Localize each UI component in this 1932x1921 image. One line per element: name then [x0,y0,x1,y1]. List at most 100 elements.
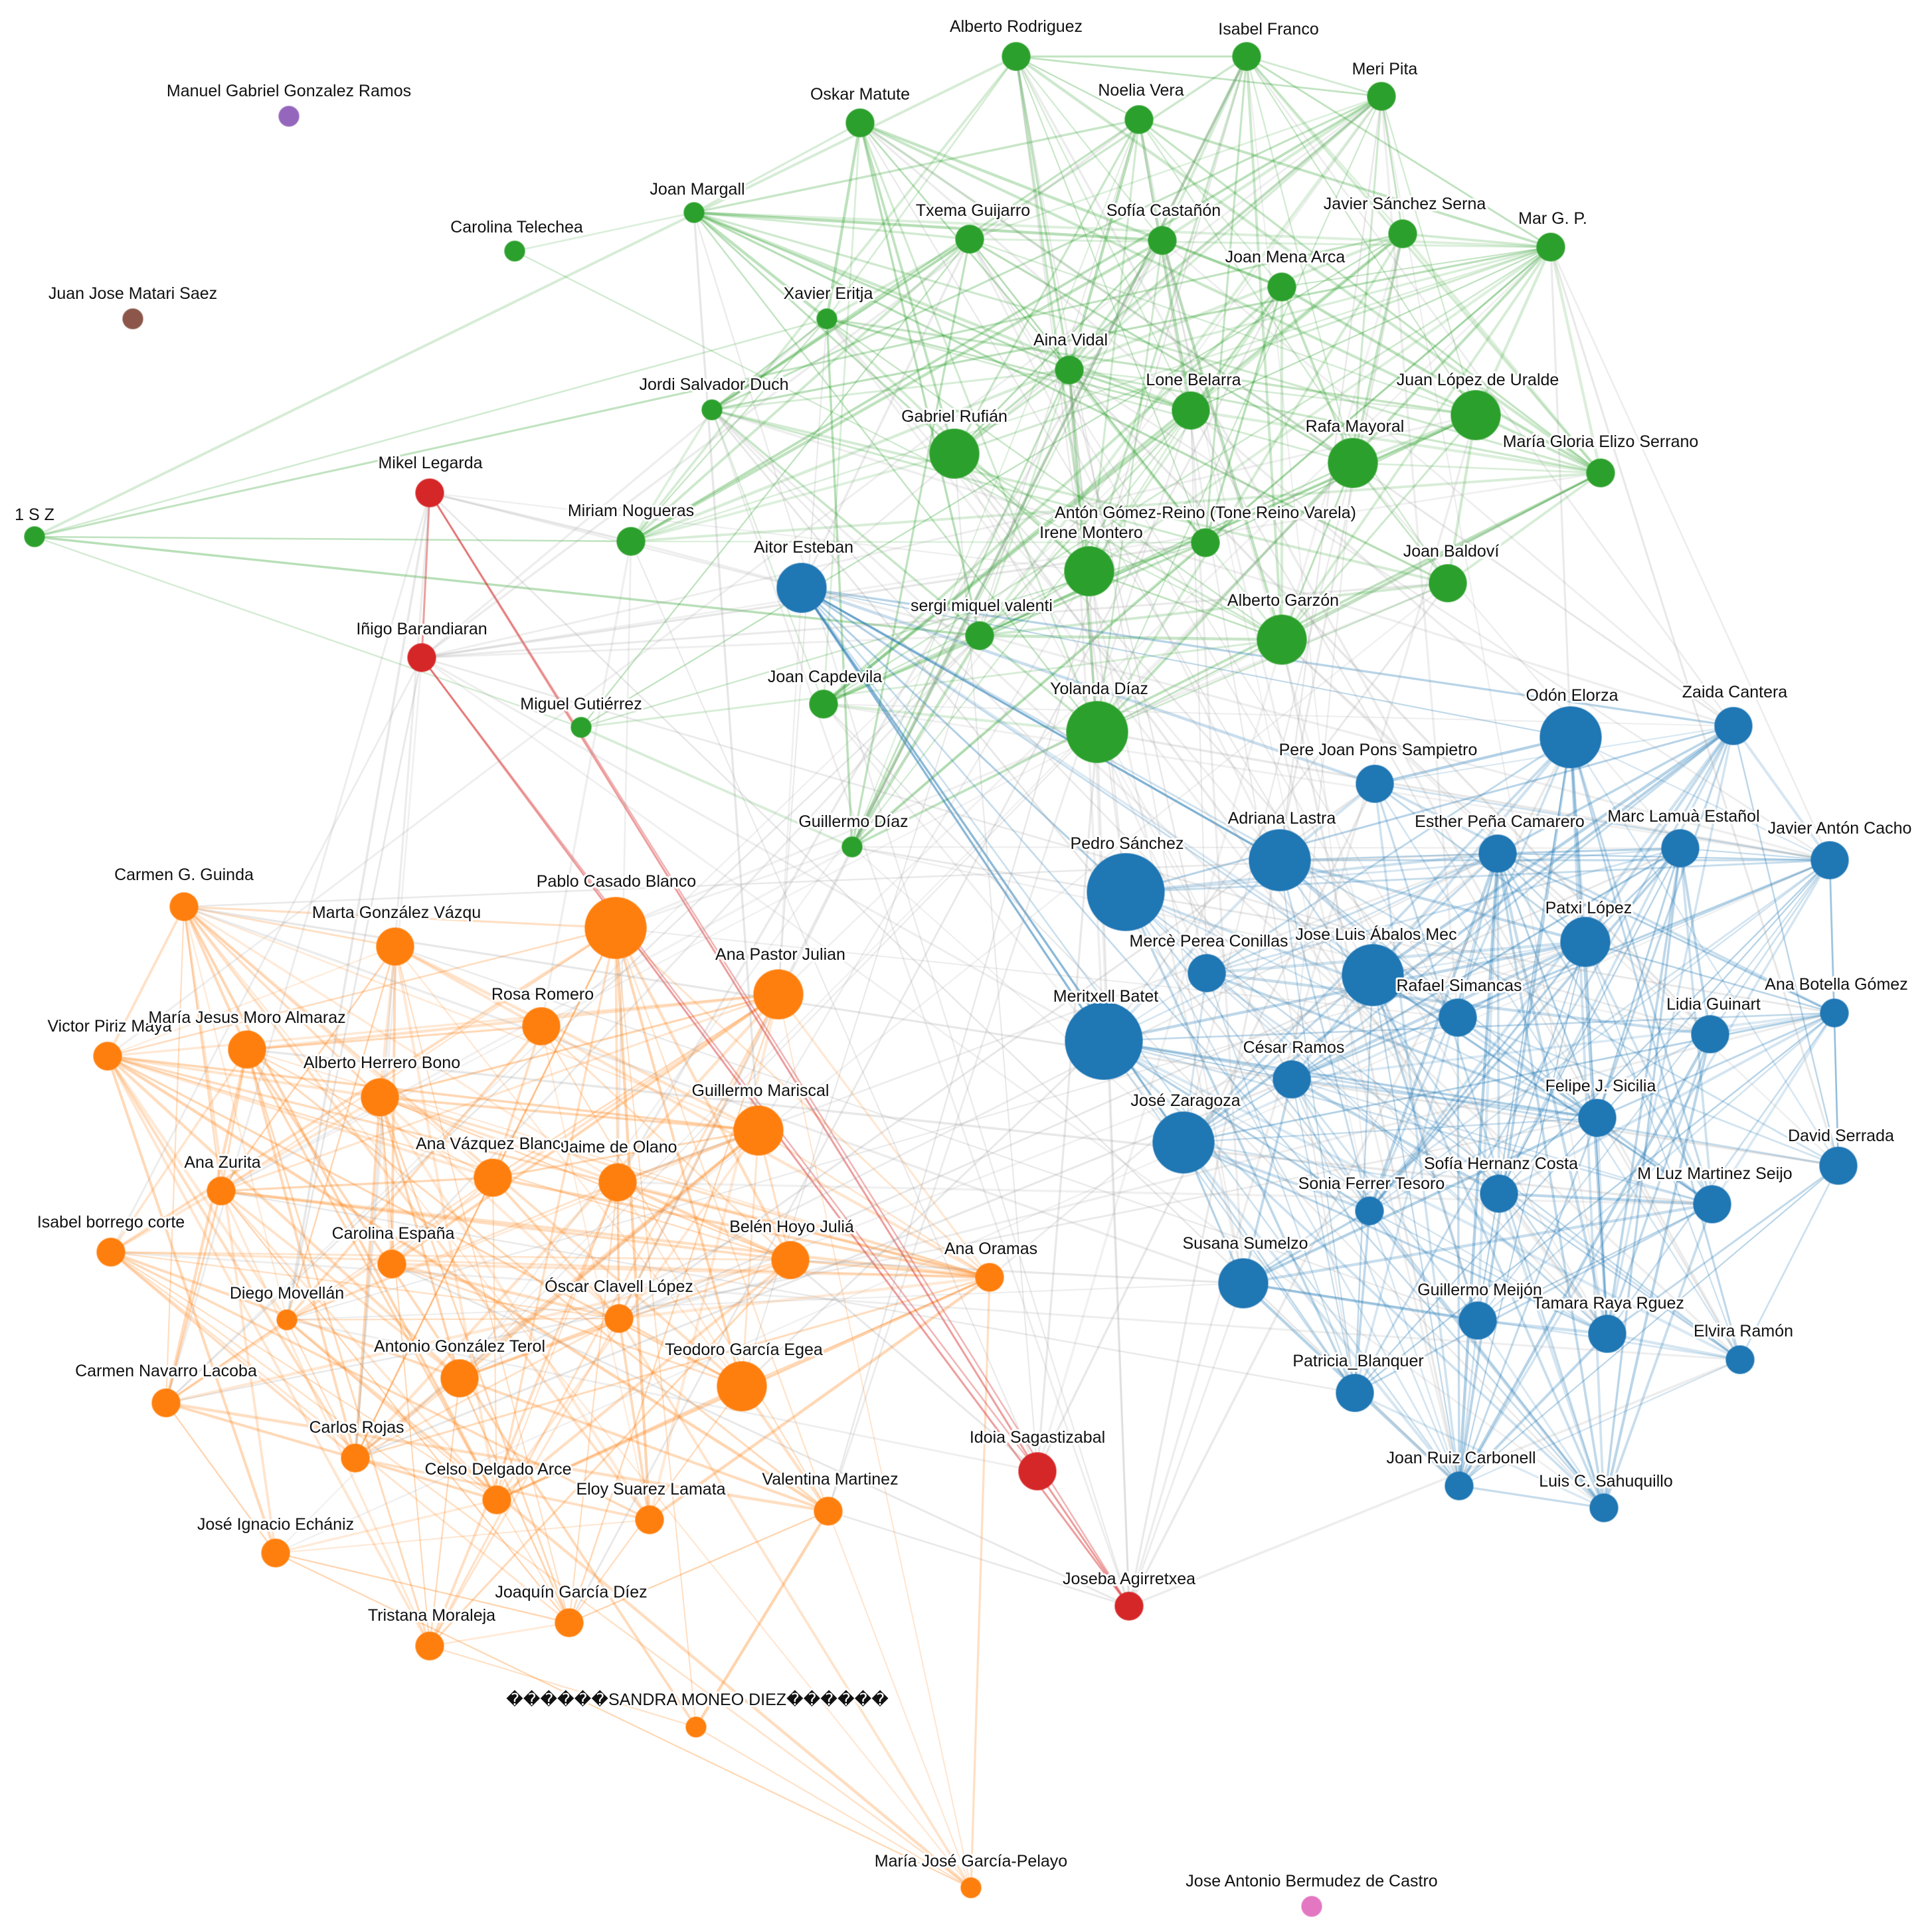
node-alberto-garzon[interactable] [1257,614,1307,665]
edge-marc-lamua-lidia-guinart [1679,848,1712,1035]
node-jose-ignacio-echaniz[interactable] [261,1538,290,1568]
node-inigo-barandiaran[interactable] [407,643,436,672]
node-odon-elorza[interactable] [1539,706,1602,769]
node-joan-mena-arca[interactable] [1267,272,1296,302]
node-maria-jesus-moro[interactable] [228,1030,266,1069]
node-carlos-rojas[interactable] [341,1443,370,1473]
node-ana-zurita[interactable] [207,1176,236,1206]
node-rafael-simancas[interactable] [1439,998,1477,1037]
node-patxi-lopez[interactable] [1560,917,1611,967]
node-noelia-vera[interactable] [1124,105,1154,134]
node-alberto-herrero[interactable] [361,1078,399,1117]
node-pedro-sanchez[interactable] [1087,853,1165,931]
node-juan-lopez-uralde[interactable] [1450,390,1501,440]
node-felipe-sicilia[interactable] [1578,1099,1617,1137]
node-oskar-matute[interactable] [845,108,875,137]
node-teodoro-garcia[interactable] [717,1361,767,1412]
node-juan-jose-matari[interactable] [122,308,143,329]
node-esther-pena[interactable] [1478,834,1517,873]
node-joan-ruiz-carbonell[interactable] [1445,1471,1474,1501]
node-xavier-eritja[interactable] [816,308,837,329]
node-javier-anton-cacho[interactable] [1810,841,1849,879]
node-rafa-mayoral[interactable] [1328,438,1378,488]
node-guillermo-mariscal[interactable] [733,1105,784,1156]
node-irene-montero[interactable] [1064,546,1114,596]
node-carmen-guinda[interactable] [169,892,199,921]
node-yolanda-diaz[interactable] [1066,701,1128,763]
node-rosa-romero[interactable] [522,1007,561,1046]
node-tristana-moraleja[interactable] [415,1631,444,1661]
node-mar-gp[interactable] [1536,232,1565,262]
node-tamara-raya[interactable] [1588,1315,1626,1353]
node-cesar-ramos[interactable] [1273,1060,1311,1099]
node-alberto-rodriguez[interactable] [1002,42,1031,71]
node-meritxell-batet[interactable] [1065,1002,1143,1080]
node-ana-botella[interactable] [1820,998,1849,1028]
node-pere-joan-pons[interactable] [1356,765,1394,803]
node-carolina-telechea[interactable] [504,240,525,262]
node-maria-jose-garcia[interactable] [960,1877,982,1898]
node-joan-capdevila[interactable] [809,689,838,719]
node-celso-delgado[interactable] [482,1485,511,1514]
node-isz[interactable] [24,526,45,547]
node-manuel-gabriel[interactable] [278,106,300,127]
node-sonia-ferrer[interactable] [1355,1196,1384,1226]
node-ana-vazquez[interactable] [474,1158,512,1197]
node-adriana-lastra[interactable] [1249,829,1311,891]
node-victor-piriz[interactable] [93,1042,122,1071]
node-marc-lamua[interactable] [1661,829,1700,868]
node-maria-gloria-elizo[interactable] [1586,458,1615,488]
node-elvira-ramon[interactable] [1725,1345,1755,1374]
node-m-luz-martinez[interactable] [1693,1185,1731,1224]
node-belen-hoyo[interactable] [771,1241,810,1279]
node-carolina-espana[interactable] [377,1249,406,1279]
node-joan-baldovi[interactable] [1429,564,1467,602]
node-jaime-olano[interactable] [598,1163,637,1202]
node-sofia-hernanz[interactable] [1480,1174,1518,1213]
node-meri-pita[interactable] [1367,82,1396,111]
node-isabel-borrego[interactable] [96,1237,126,1267]
node-anton-gomez-reino[interactable] [1191,528,1220,557]
node-antonio-gonzalez-terol[interactable] [440,1359,479,1398]
node-lone-belarra[interactable] [1172,391,1210,430]
node-miguel-gutierrez[interactable] [571,717,592,738]
node-jordi-salvador[interactable] [701,399,723,420]
node-gabriel-rufian[interactable] [929,428,980,479]
node-javier-sanchez-serna[interactable] [1388,219,1417,248]
node-valentina-martinez[interactable] [814,1497,843,1526]
node-ana-pastor[interactable] [753,969,804,1020]
node-aina-vidal[interactable] [1055,355,1084,385]
node-lidia-guinart[interactable] [1691,1015,1729,1053]
node-merce-perea[interactable] [1187,954,1226,992]
node-idoia-sagastizabal[interactable] [1018,1452,1057,1491]
node-guillermo-meijon[interactable] [1458,1301,1497,1340]
node-joseba-agirretxea[interactable] [1114,1592,1144,1621]
node-patricia-blanquer[interactable] [1336,1374,1374,1412]
node-oscar-clavell[interactable] [604,1304,634,1333]
node-jose-luis-abalos[interactable] [1342,944,1404,1006]
node-guillermo-diaz[interactable] [841,836,863,858]
node-joaquin-garcia[interactable] [555,1608,584,1637]
node-luis-sahuquillo[interactable] [1589,1493,1619,1522]
edge-susana-sumelzo-carmen-guinda [183,905,1244,1285]
node-ana-oramas[interactable] [975,1263,1004,1292]
node-sofia-castanon[interactable] [1148,226,1177,255]
node-carmen-navarro[interactable] [151,1388,181,1418]
node-isabel-franco[interactable] [1232,42,1261,71]
node-diego-movellan[interactable] [276,1309,298,1330]
node-sandra-moneo[interactable] [685,1716,707,1738]
node-pablo-casado[interactable] [584,897,647,959]
node-susana-sumelzo[interactable] [1218,1258,1269,1309]
node-aitor-esteban[interactable] [776,563,827,613]
node-eloy-suarez[interactable] [635,1505,664,1534]
node-miriam-nogueras[interactable] [616,527,646,556]
node-jose-zaragoza[interactable] [1152,1111,1215,1174]
node-david-serrada[interactable] [1819,1146,1858,1185]
node-mikel-legarda[interactable] [415,478,444,507]
node-jose-antonio-bermudez[interactable] [1301,1896,1322,1917]
node-zaida-cantera[interactable] [1714,707,1753,745]
node-marta-gonzalez[interactable] [376,927,414,966]
node-txema-guijarro[interactable] [955,225,984,254]
node-sergi-miquel[interactable] [965,621,994,650]
node-joan-margall[interactable] [683,202,705,223]
